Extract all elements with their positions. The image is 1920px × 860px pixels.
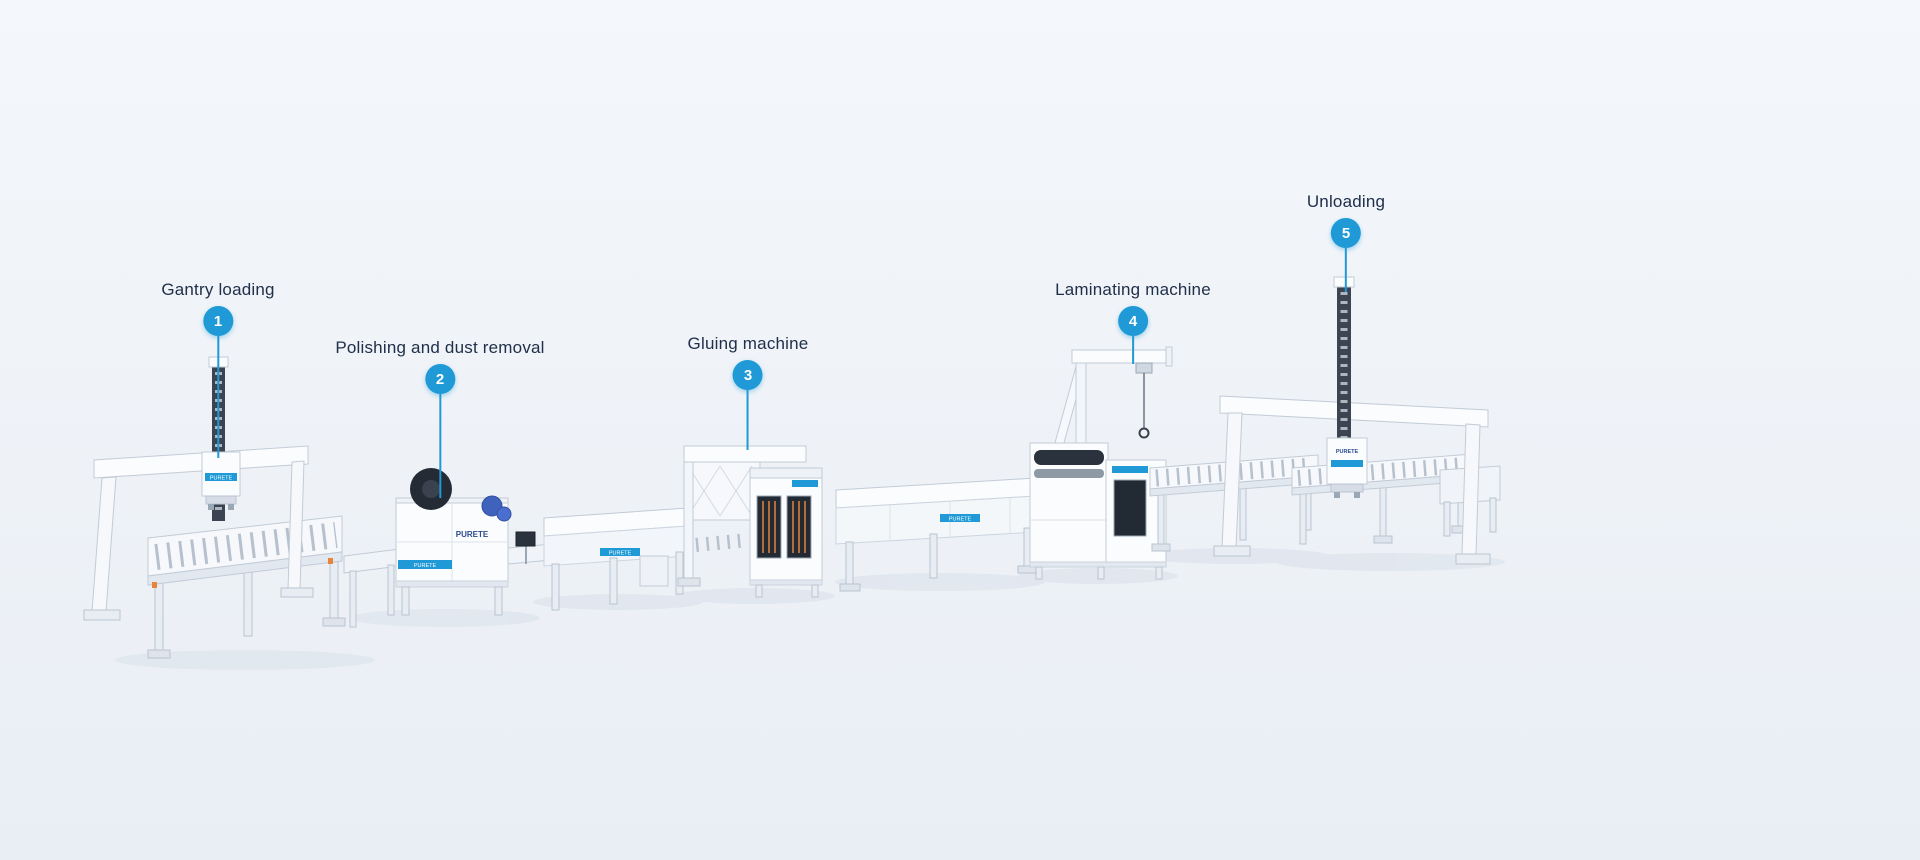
brand-logo: PURETE (210, 476, 233, 482)
station-number: 4 (1128, 312, 1138, 330)
station-callout-laminating: Laminating machine 4 (1055, 279, 1211, 364)
laminating-machine (1029, 346, 1173, 580)
station-callout-unloading: Unloading 5 (1307, 191, 1385, 292)
station-stem (438, 394, 441, 498)
station-callout-gantry-loading: Gantry loading 1 (161, 279, 274, 458)
brand-logo: PURETE (949, 517, 972, 523)
station-label: Unloading (1306, 192, 1386, 211)
station-label: Polishing and dust removal (335, 338, 545, 357)
station-pin-1[interactable]: 1 (203, 306, 233, 336)
brand-logo: PURETE (1336, 449, 1359, 455)
gluing-machine (677, 445, 823, 598)
polishing-machine: PURETE PURETE (343, 468, 563, 628)
infeed-roller-conveyor (147, 515, 346, 659)
station-number: 1 (213, 312, 223, 330)
station-label: Gluing machine (687, 334, 809, 353)
station-pin-2[interactable]: 2 (424, 364, 455, 394)
station-callout-polishing: Polishing and dust removal 2 (335, 337, 544, 498)
station-pin-5[interactable]: 5 (1330, 218, 1361, 248)
station-stem (1344, 248, 1347, 292)
station-label: Laminating machine (1055, 280, 1211, 299)
station-callout-gluing: Gluing machine 3 (688, 333, 809, 450)
station-stem (746, 390, 749, 450)
station-number: 2 (435, 370, 445, 388)
panel-table-conveyor: PURETE (835, 477, 1039, 592)
unloading-gantry: PURETE (1213, 276, 1491, 565)
station-stem (217, 336, 219, 458)
station-pin-3[interactable]: 3 (732, 360, 763, 390)
buffer-table-conveyor: PURETE (543, 507, 689, 611)
station-stem (1132, 336, 1134, 364)
brand-logo: PURETE (456, 530, 489, 539)
brand-logo: PURETE (609, 551, 632, 557)
station-pin-4[interactable]: 4 (1118, 306, 1148, 336)
station-number: 5 (1341, 224, 1351, 242)
station-number: 3 (743, 366, 753, 384)
gantry-loader: PURETE (83, 356, 314, 621)
brand-logo: PURETE (414, 563, 437, 569)
station-label: Gantry loading (161, 280, 275, 299)
